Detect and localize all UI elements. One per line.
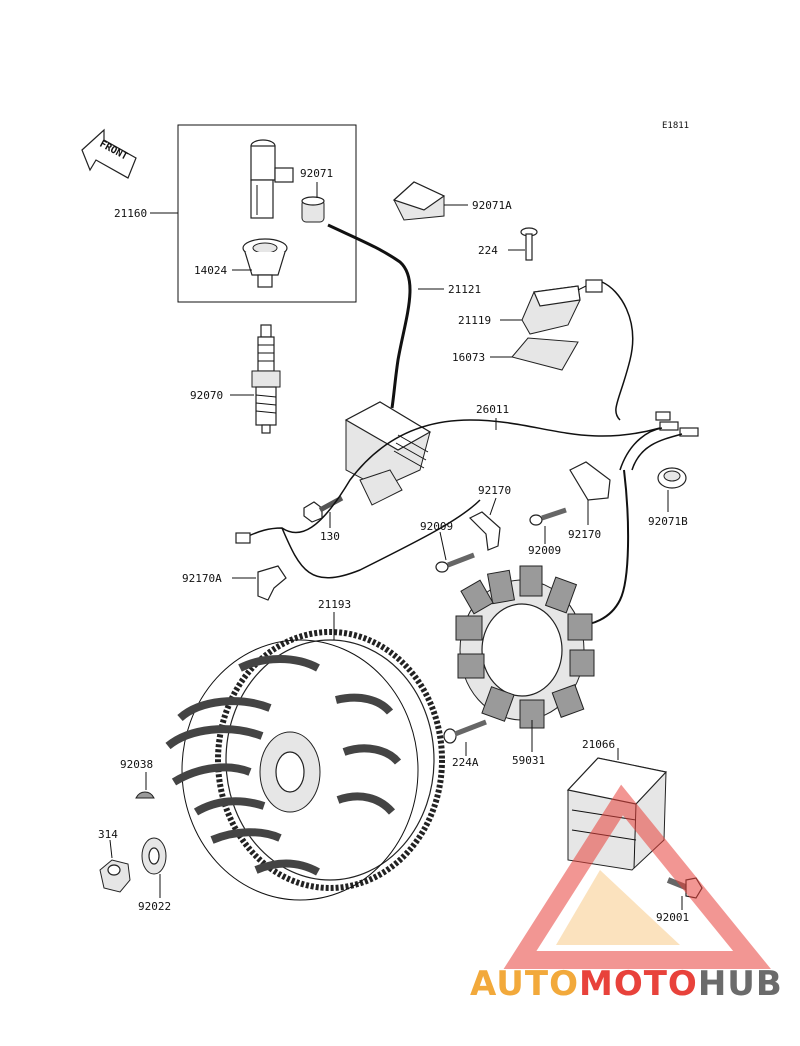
wire-harness: [239, 419, 661, 541]
watermark-hub: HUB: [698, 964, 783, 1004]
label-92170A: 92170A: [182, 572, 222, 585]
label-92070: 92070: [190, 389, 223, 402]
label-224: 224: [478, 244, 498, 257]
nut-314: [99, 859, 131, 893]
label-92071A: 92071A: [472, 199, 512, 212]
label-92170b: 92170: [568, 528, 601, 541]
label-92022: 92022: [138, 900, 171, 913]
label-21121: 21121: [448, 283, 481, 296]
grommet-92071B: [657, 467, 687, 489]
clamp-92170: [468, 511, 501, 551]
label-92009b: 92009: [528, 544, 561, 557]
label-92071: 92071: [300, 167, 333, 180]
label-92001: 92001: [656, 911, 689, 924]
seal-14024: [242, 238, 288, 288]
plug-cap: [250, 139, 294, 219]
rubber-cap-92071: [301, 196, 325, 223]
label-59031: 59031: [512, 754, 545, 767]
label-21160: 21160: [114, 207, 147, 220]
label-14024: 14024: [194, 264, 227, 277]
label-26011: 26011: [476, 403, 509, 416]
ignition-coil: [327, 223, 432, 506]
label-92071B: 92071B: [648, 515, 688, 528]
diagram-code: E1811: [662, 121, 689, 131]
washer-92022: [141, 837, 167, 875]
label-16073: 16073: [452, 351, 485, 364]
screw-92009-right: [529, 507, 567, 526]
clamp-92170A: [257, 565, 287, 601]
label-314: 314: [98, 828, 118, 841]
watermark-auto: AUTO: [470, 964, 579, 1004]
pad-16073: [511, 337, 579, 371]
woodruff-key-92038: [135, 791, 155, 799]
bolt-130: [303, 495, 344, 523]
label-21119: 21119: [458, 314, 491, 327]
clamp-92170-right: [569, 461, 611, 501]
label-130: 130: [320, 530, 340, 543]
stator-coil: [455, 565, 595, 729]
label-21066: 21066: [582, 738, 615, 751]
front-arrow-icon: FRONT: [81, 128, 137, 179]
screw-92009-left: [435, 552, 475, 573]
spark-plug: [251, 324, 281, 434]
flywheel-rotor: [165, 629, 445, 901]
watermark-moto: MOTO: [579, 964, 698, 1004]
label-92009: 92009: [420, 520, 453, 533]
label-21193: 21193: [318, 598, 351, 611]
ignitor-unit: [521, 279, 603, 335]
screw-224: [520, 227, 538, 261]
label-224A: 224A: [452, 756, 479, 769]
watermark-logo: [503, 784, 771, 969]
cover-92071A: [392, 181, 446, 221]
watermark-text: AUTOMOTOHUB: [470, 964, 783, 1004]
screw-224A: [443, 719, 487, 744]
label-92170: 92170: [478, 484, 511, 497]
label-92038: 92038: [120, 758, 153, 771]
